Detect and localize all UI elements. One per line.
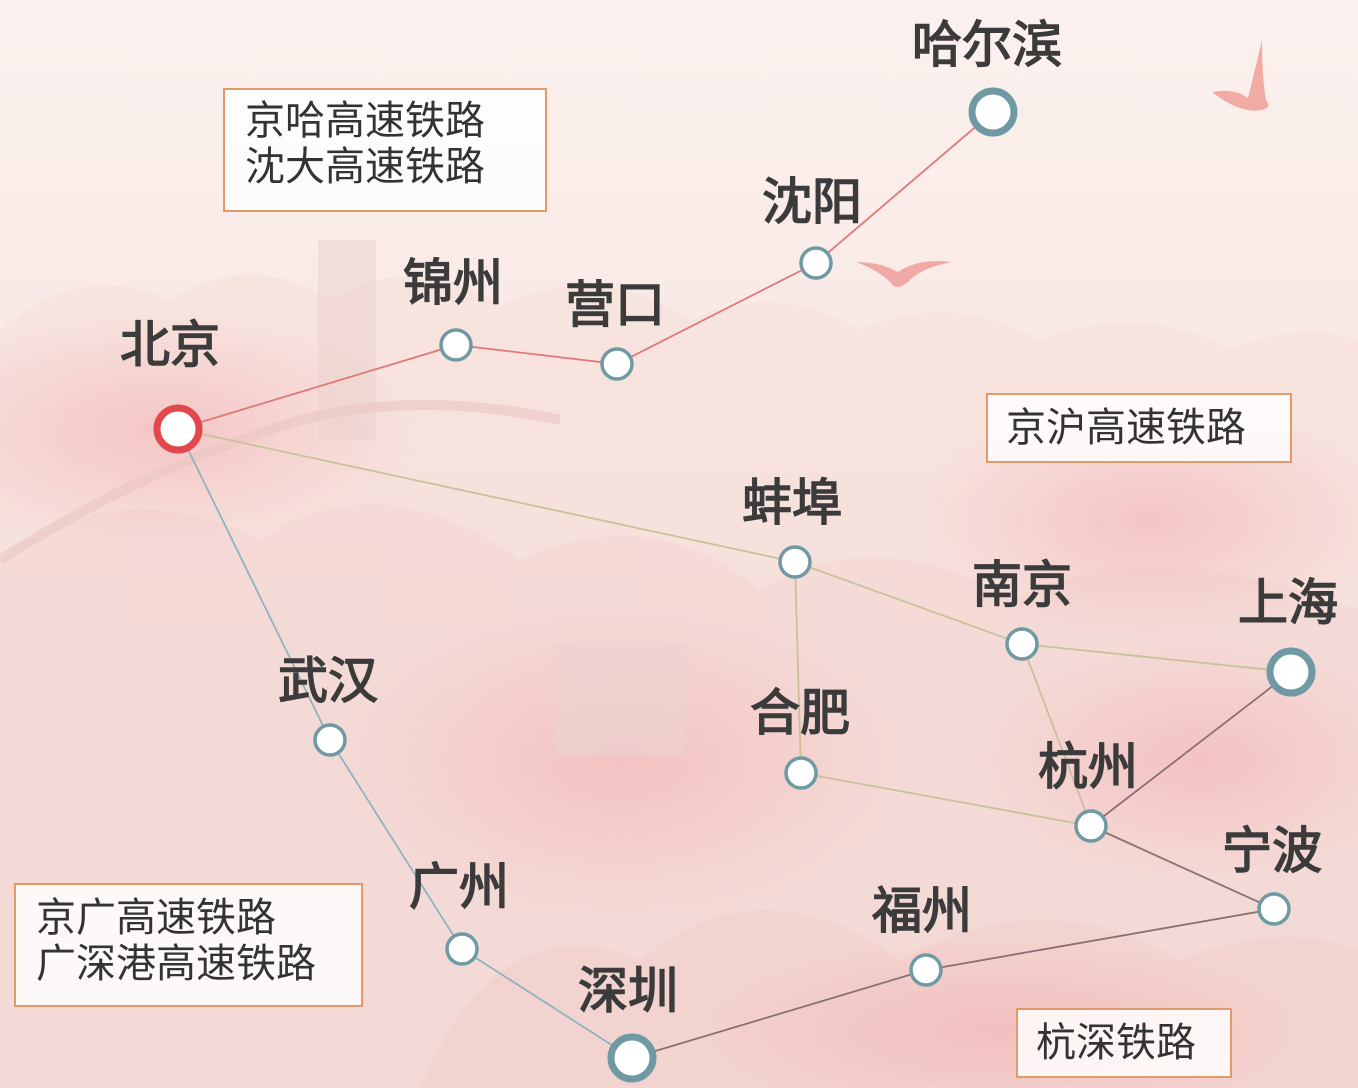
- station-node-ningbo: [1257, 892, 1291, 926]
- legend-jinghu-line-1: 京沪高速铁路: [1006, 405, 1246, 451]
- city-label-hefei: 合肥: [750, 684, 850, 742]
- station-node-shanghai: [1266, 647, 1316, 697]
- legend-jingha-line-1: 京哈高速铁路: [245, 98, 485, 144]
- route-segment-jinghu-branch-hefei-hangzhou: [800, 772, 1092, 827]
- city-label-shenyang: 沈阳: [762, 173, 862, 231]
- route-segment-jinggang-guangzhou-shenzhen: [461, 948, 633, 1059]
- route-segment-jingha-yingkou-shenyang: [616, 262, 817, 365]
- legend-hangshen: 杭深铁路: [1016, 1008, 1232, 1078]
- route-segment-hangshen-shanghai-hangzhou: [1090, 671, 1292, 827]
- station-node-hangzhou: [1074, 809, 1108, 843]
- station-node-guangzhou: [445, 932, 479, 966]
- station-node-jinzhou: [439, 328, 473, 362]
- route-segment-jingha-jinzhou-yingkou: [455, 344, 618, 365]
- city-label-beijing: 北京: [120, 316, 220, 374]
- route-segment-jinghu-beijing-bengbu: [177, 428, 796, 563]
- route-segment-jinggang-wuhan-guangzhou: [329, 739, 463, 950]
- city-label-ningbo: 宁波: [1222, 822, 1322, 880]
- route-segment-jinghu-branch2-nanjing-hangzhou: [1021, 643, 1092, 827]
- legend-jinghu: 京沪高速铁路: [986, 393, 1292, 463]
- city-label-guangzhou: 广州: [409, 858, 509, 916]
- legend-jinggang: 京广高速铁路 广深港高速铁路: [14, 883, 363, 1007]
- station-node-shenzhen: [607, 1033, 657, 1083]
- station-nodes: [153, 87, 1316, 1083]
- route-segment-jingha-shenyang-harbin: [815, 111, 994, 264]
- city-label-wuhan: 武汉: [278, 652, 378, 710]
- route-segment-jinggang-beijing-wuhan: [177, 428, 331, 741]
- route-segment-jinghu-branch-bengbu-hefei: [794, 561, 802, 774]
- station-node-bengbu: [778, 545, 812, 579]
- station-node-beijing: [153, 404, 203, 454]
- city-label-yingkou: 营口: [565, 276, 665, 334]
- station-node-hefei: [784, 756, 818, 790]
- legend-jinggang-line-2: 广深港高速铁路: [36, 941, 316, 987]
- station-node-yingkou: [600, 347, 634, 381]
- city-label-shenzhen: 深圳: [578, 962, 678, 1020]
- railway-routes: [177, 111, 1292, 1059]
- route-segment-hangshen-ningbo-fuzhou: [925, 908, 1275, 971]
- route-segment-hangshen-fuzhou-shenzhen: [631, 969, 927, 1059]
- legend-jinggang-line-1: 京广高速铁路: [36, 895, 276, 941]
- route-segment-jingha-beijing-jinzhou: [177, 344, 457, 430]
- station-node-nanjing: [1005, 627, 1039, 661]
- route-segment-jinghu-bengbu-nanjing: [794, 561, 1023, 645]
- station-node-fuzhou: [909, 953, 943, 987]
- city-label-hangzhou: 杭州: [1038, 738, 1138, 796]
- route-segment-jinghu-nanjing-shanghai: [1021, 643, 1292, 673]
- route-segment-hangshen-hangzhou-ningbo: [1090, 825, 1275, 910]
- legend-hangshen-line-1: 杭深铁路: [1036, 1020, 1196, 1066]
- city-label-shanghai: 上海: [1238, 574, 1338, 632]
- city-label-jinzhou: 锦州: [403, 254, 503, 312]
- station-node-wuhan: [313, 723, 347, 757]
- city-label-fuzhou: 福州: [872, 882, 972, 940]
- city-label-bengbu: 蚌埠: [742, 474, 842, 532]
- station-node-shenyang: [799, 246, 833, 280]
- city-label-nanjing: 南京: [972, 556, 1072, 614]
- legend-jingha: 京哈高速铁路 沈大高速铁路: [223, 88, 547, 212]
- legend-jingha-line-2: 沈大高速铁路: [245, 144, 485, 190]
- station-node-harbin: [968, 87, 1018, 137]
- city-label-harbin: 哈尔滨: [912, 16, 1062, 74]
- bird-illustration: [856, 40, 1269, 287]
